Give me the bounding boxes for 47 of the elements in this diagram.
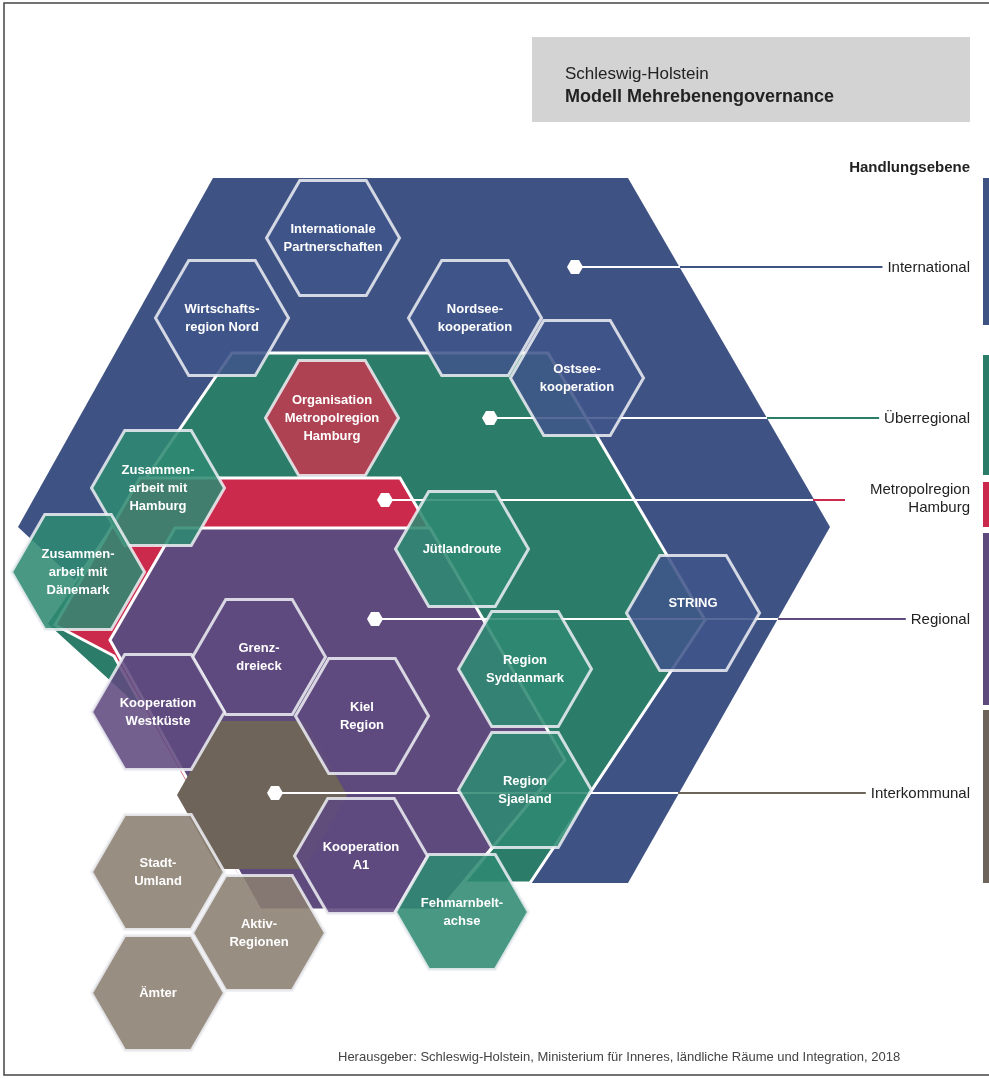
tile-label: Fehmarnbelt- achse bbox=[419, 894, 505, 930]
hexagon-tile bbox=[10, 513, 146, 631]
tile-label: Wirtschafts- region Nord bbox=[183, 300, 261, 336]
hexagon-tile bbox=[407, 259, 543, 377]
caption: Herausgeber: Schleswig-Holstein, Ministerium für Inneres, ländliche Räume und Integration, 2018 bbox=[338, 1049, 901, 1064]
hexagon-tile bbox=[457, 610, 593, 728]
legend-heading: Handlungsebene bbox=[849, 158, 970, 175]
hexagon-tile bbox=[625, 554, 761, 672]
hexagon-tile bbox=[191, 874, 327, 992]
tile-label: Kooperation A1 bbox=[321, 838, 401, 874]
hexagon-tile bbox=[457, 731, 593, 849]
tile-label: Organisation Metropolregion Hamburg bbox=[283, 391, 381, 445]
tile-label: Grenz- dreieck bbox=[235, 639, 283, 675]
leader-line bbox=[367, 612, 906, 626]
tile-label: Ämter bbox=[138, 984, 178, 1002]
tile-label: Ostsee- kooperation bbox=[538, 360, 616, 396]
tile-label: Internationale Partnerschaften bbox=[282, 220, 384, 256]
hexagon-tile bbox=[265, 179, 401, 297]
hexagon-tile bbox=[90, 429, 226, 547]
level-label: Interkommunal bbox=[870, 784, 970, 802]
hexagon-tile bbox=[394, 853, 530, 971]
leader-line bbox=[567, 260, 883, 274]
title-panel bbox=[532, 37, 970, 122]
title-line: Schleswig-Holstein bbox=[565, 63, 709, 85]
hexagon-tile bbox=[90, 653, 226, 771]
tile-label: Kiel Region bbox=[338, 698, 386, 734]
tile-label: Zusammen- arbeit mit Dänemark bbox=[40, 545, 116, 599]
title-heading: Modell Mehrebenengovernance bbox=[565, 85, 835, 107]
level-label: Überregional bbox=[884, 409, 970, 427]
level-label: Metropolregion Hamburg bbox=[850, 480, 970, 516]
hexagon-tile bbox=[154, 259, 290, 377]
tile-label: Region Syddanmark bbox=[484, 651, 565, 687]
tile-label: STRING bbox=[667, 594, 719, 612]
tile-label: Nordsee- kooperation bbox=[436, 300, 514, 336]
hexagon-tile bbox=[90, 813, 226, 931]
leader-line bbox=[482, 411, 880, 425]
level-label: Regional bbox=[910, 610, 970, 628]
level-label: International bbox=[887, 258, 970, 276]
tile-label: Aktiv- Regionen bbox=[228, 915, 290, 951]
tile-label: Kooperation Westküste bbox=[118, 694, 198, 730]
tile-label: Jütlandroute bbox=[421, 540, 503, 558]
tile-label: Zusammen- arbeit mit Hamburg bbox=[120, 461, 196, 515]
tile-label: Stadt- Umland bbox=[133, 854, 183, 890]
hexagon-tile bbox=[394, 490, 530, 608]
tile-label: Region Sjaeland bbox=[497, 772, 553, 808]
hexagon-tile bbox=[90, 934, 226, 1052]
hexagon-tile bbox=[294, 657, 430, 775]
